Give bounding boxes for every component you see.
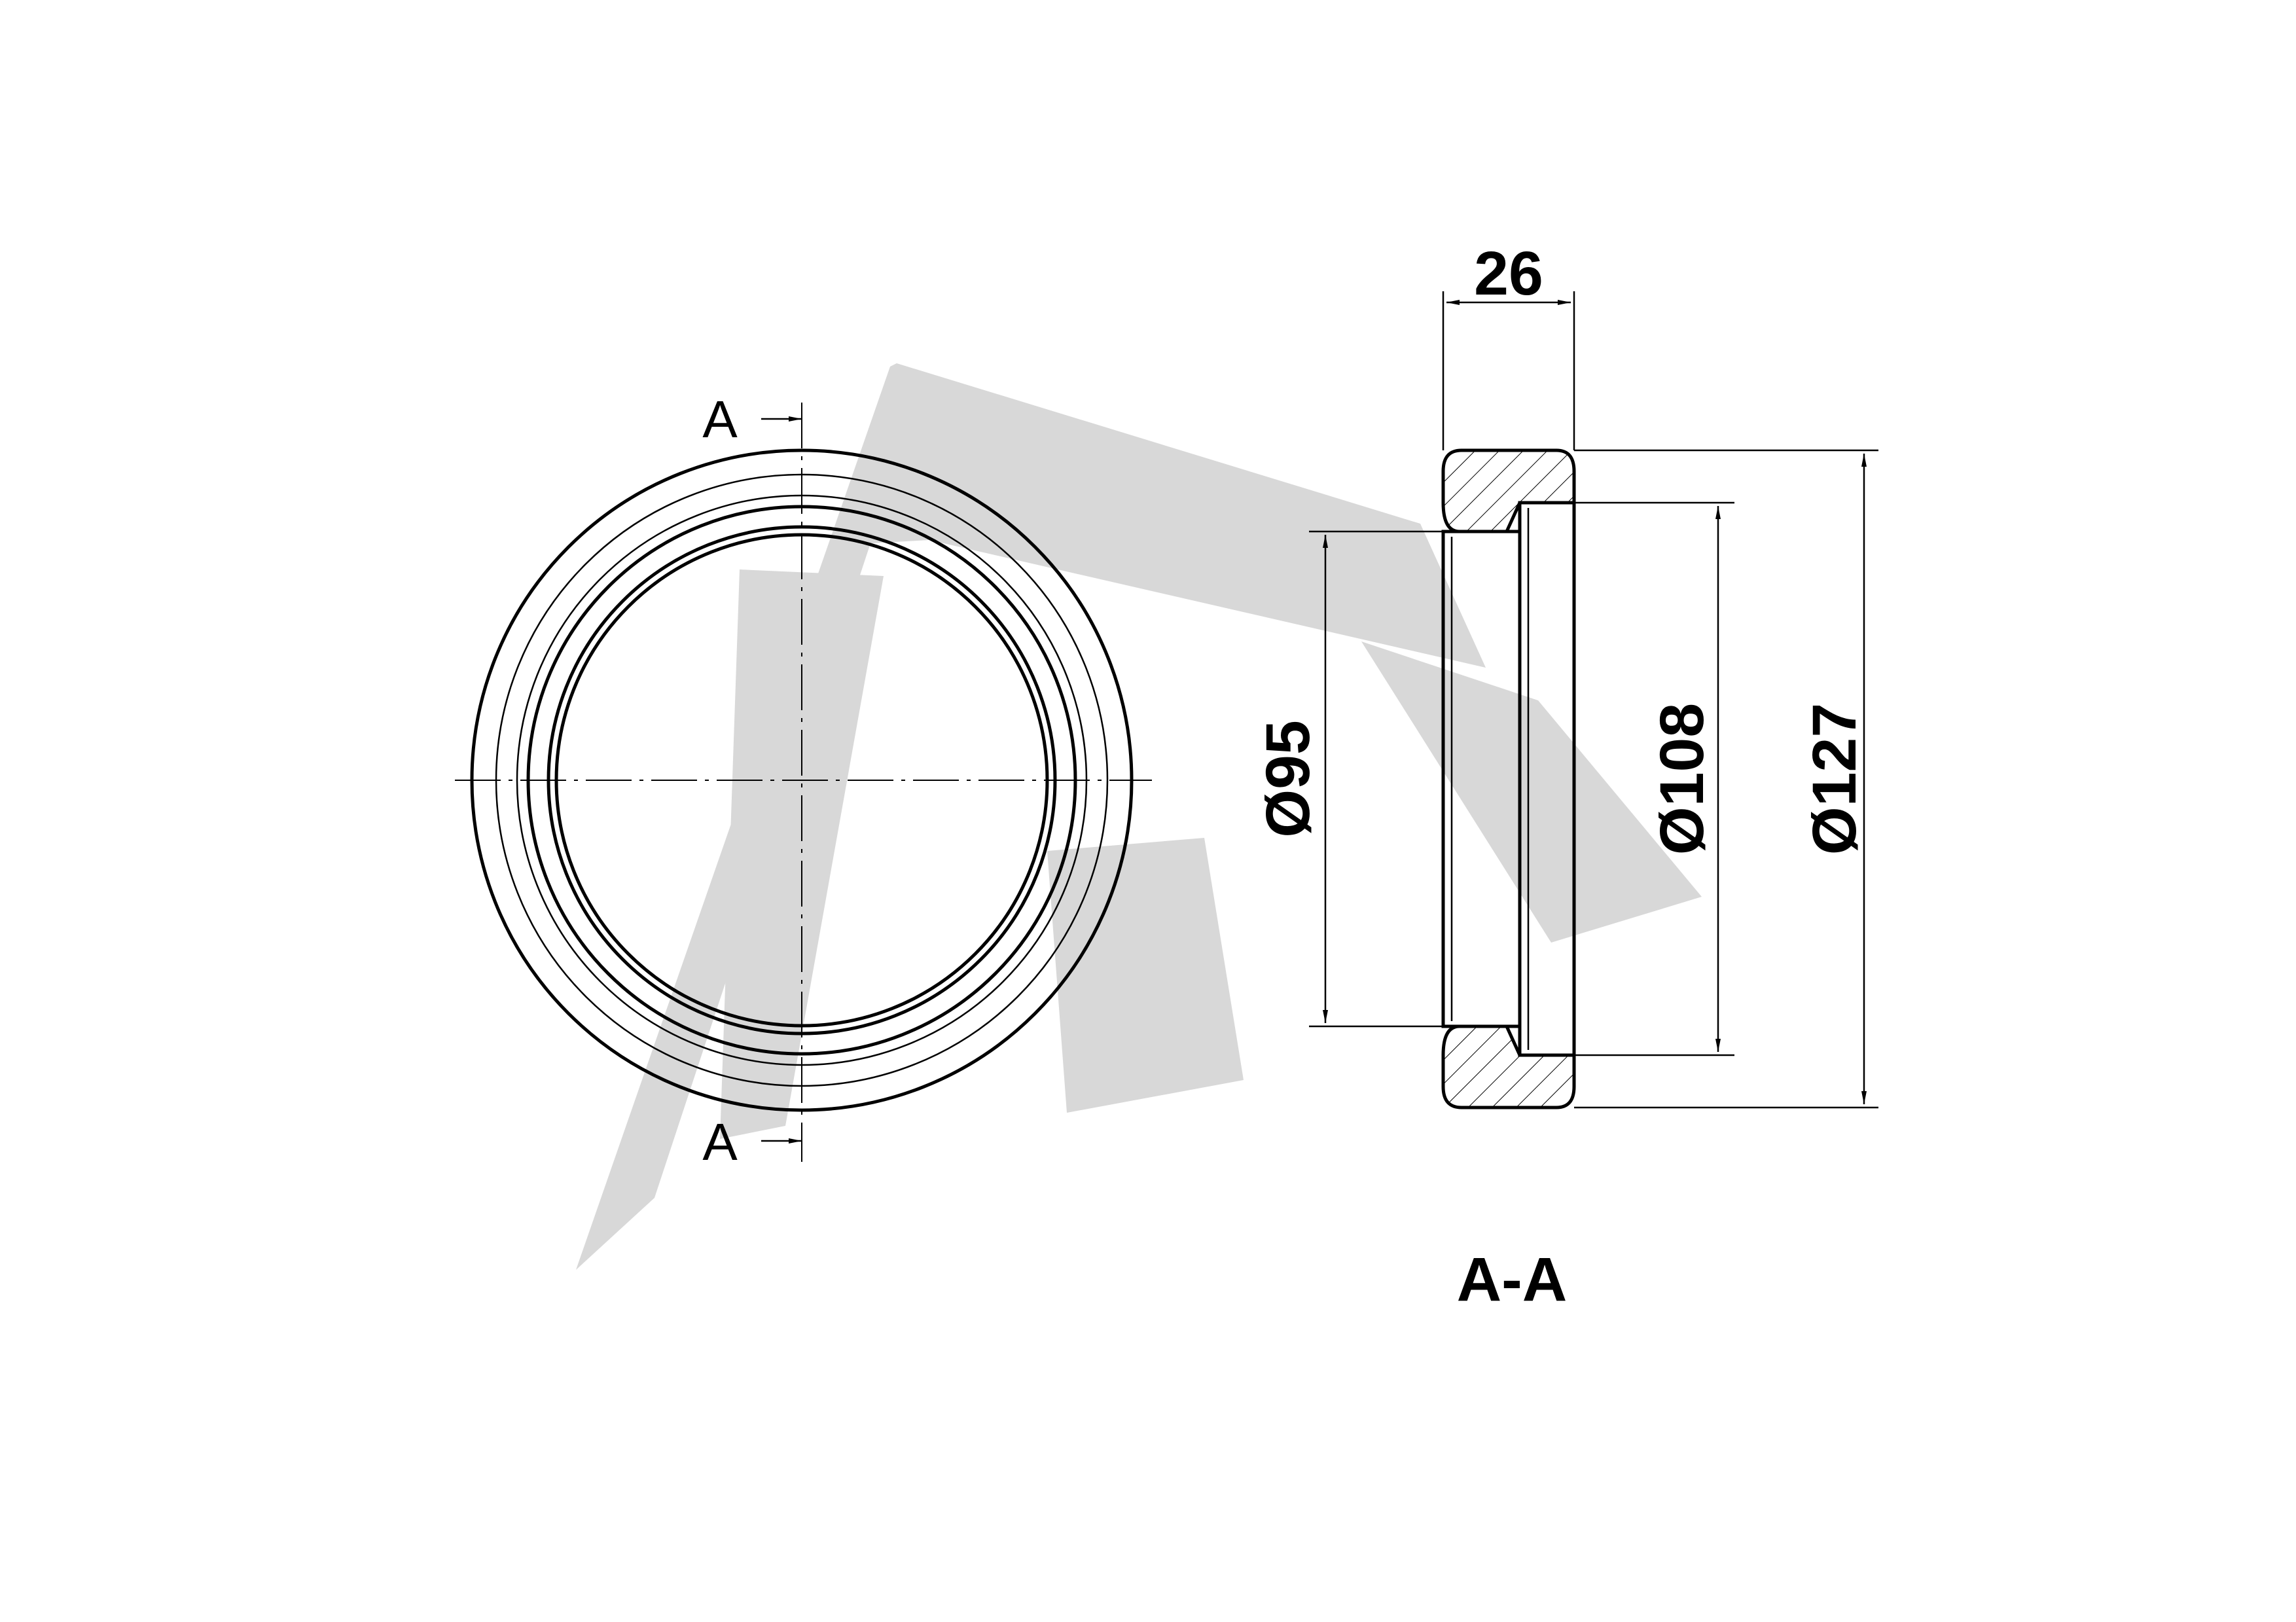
section-marker-top: A <box>702 390 738 448</box>
dimension-step-diameter: Ø108 <box>1647 703 1717 855</box>
section-title: A-A <box>1457 1245 1568 1314</box>
section-hatch-bottom <box>1441 1024 1576 1109</box>
dimension-bore-diameter: Ø95 <box>1253 720 1323 838</box>
section-marker-bottom: A <box>702 1113 738 1171</box>
front-view: A A <box>455 390 1152 1171</box>
dimension-outer-diameter: Ø127 <box>1800 703 1869 855</box>
section-view: 26 Ø95 Ø108 Ø127 A-A <box>1253 239 1878 1314</box>
section-hatch-top <box>1441 448 1576 533</box>
dimension-width: 26 <box>1474 239 1543 308</box>
step-wall <box>1518 501 1576 1057</box>
watermark-logo <box>576 363 1702 1270</box>
